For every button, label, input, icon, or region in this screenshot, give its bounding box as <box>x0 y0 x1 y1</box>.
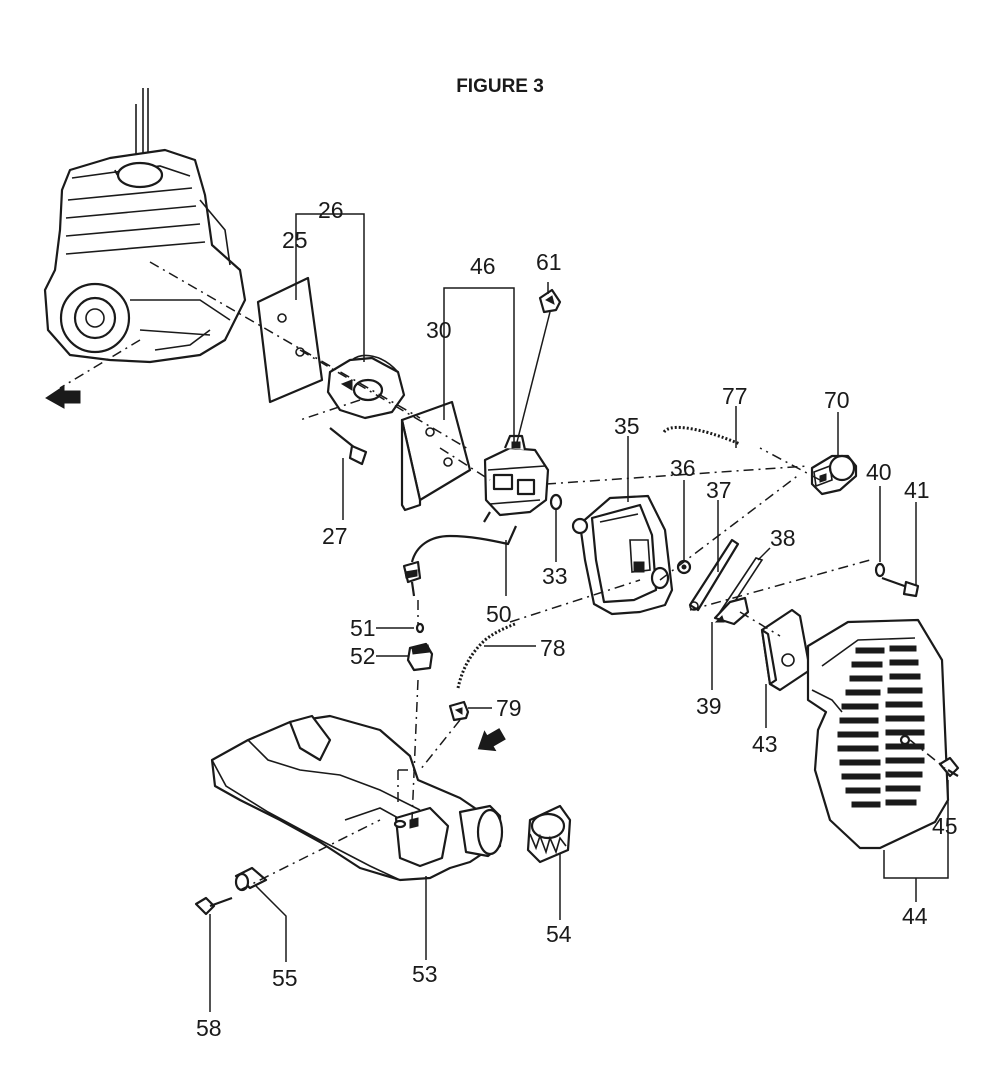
label-79: 79 <box>496 695 522 721</box>
grommet-icon <box>448 700 470 722</box>
fuel-hose-icon <box>456 622 516 689</box>
air-cleaner-cover-icon <box>806 618 950 850</box>
label-37: 37 <box>706 477 732 503</box>
label-78: 78 <box>540 635 566 661</box>
carburetor-icon <box>483 434 550 523</box>
label-27: 27 <box>322 523 348 549</box>
fuel-tank-icon <box>210 714 504 882</box>
label-36: 36 <box>670 455 696 481</box>
label-53: 53 <box>412 961 438 987</box>
label-58: 58 <box>196 1015 222 1041</box>
direction-arrow-icon <box>477 728 506 752</box>
carburetor-gasket-icon <box>400 400 472 512</box>
label-61: 61 <box>536 249 562 275</box>
fuel-filter-clip-icon <box>415 622 425 634</box>
label-30: 30 <box>426 317 452 343</box>
washer-icon <box>874 562 886 578</box>
choke-knob-icon <box>713 596 750 626</box>
label-54: 54 <box>546 921 572 947</box>
screw-icon <box>881 576 920 598</box>
label-52: 52 <box>350 643 376 669</box>
part-labels: 26 25 27 46 61 30 33 50 51 52 78 79 35 3… <box>196 197 958 1041</box>
label-44: 44 <box>902 903 928 929</box>
bolt-icon <box>329 427 368 520</box>
label-38: 38 <box>770 525 796 551</box>
label-45: 45 <box>932 813 958 839</box>
engine-block-icon <box>43 88 247 409</box>
fuel-line-icon <box>402 525 518 597</box>
label-25: 25 <box>282 227 308 253</box>
insulator-gasket-assembly <box>256 276 406 420</box>
o-ring-icon <box>549 493 563 511</box>
label-70: 70 <box>824 387 850 413</box>
label-35: 35 <box>614 413 640 439</box>
fuel-hose-icon <box>662 425 741 446</box>
tank-bolt-icon <box>194 896 233 916</box>
label-40: 40 <box>866 459 892 485</box>
nut-icon <box>676 559 692 575</box>
label-43: 43 <box>752 731 778 757</box>
label-39: 39 <box>696 693 722 719</box>
clip-icon <box>538 288 562 314</box>
label-51: 51 <box>350 615 376 641</box>
label-26: 26 <box>318 197 344 223</box>
bushing-icon <box>234 866 268 892</box>
fuel-filter-icon <box>406 642 434 672</box>
label-55: 55 <box>272 965 298 991</box>
cover-screw-icon <box>938 756 960 778</box>
label-41: 41 <box>904 477 930 503</box>
air-cleaner-base-icon <box>571 494 674 616</box>
label-46: 46 <box>470 253 496 279</box>
assembly-lines <box>59 261 946 891</box>
label-33: 33 <box>542 563 568 589</box>
choke-lever-icon <box>688 538 740 612</box>
label-50: 50 <box>486 601 512 627</box>
leader-lines <box>209 213 949 1012</box>
label-77: 77 <box>722 383 748 409</box>
air-filter-icon <box>760 608 812 692</box>
primer-bulb-icon <box>810 454 858 496</box>
figure-title: FIGURE 3 <box>456 76 544 97</box>
fuel-cap-icon <box>526 804 572 864</box>
